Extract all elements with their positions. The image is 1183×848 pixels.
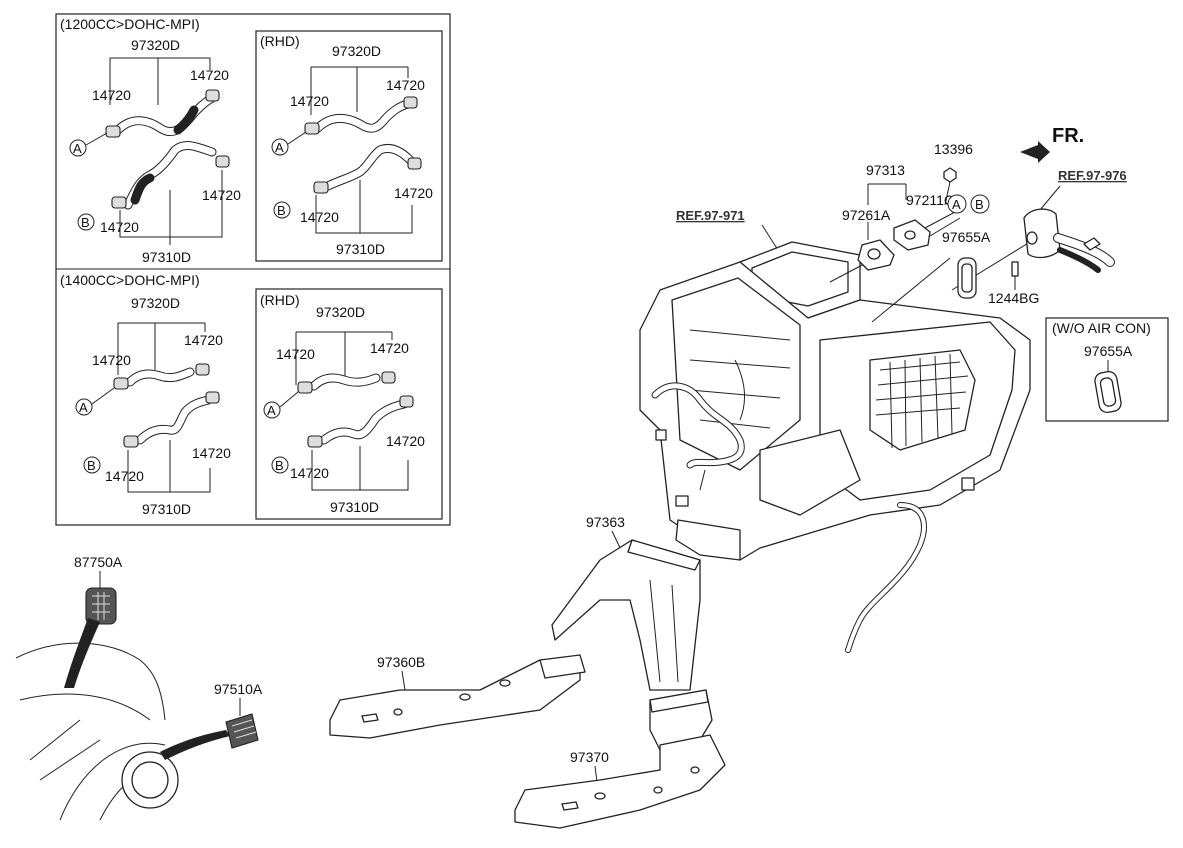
marker-a <box>263 401 281 419</box>
label-97370: 97370 <box>570 749 609 765</box>
label-97310D: 97310D <box>142 501 191 517</box>
label-97655A: 97655A <box>942 229 991 245</box>
label-14720: 14720 <box>105 468 144 484</box>
label-97310D: 97310D <box>142 249 191 265</box>
label-14720: 14720 <box>184 332 223 348</box>
marker-a-text: A <box>952 197 961 212</box>
wo-aircon-title: (W/O AIR CON) <box>1052 320 1151 336</box>
marker-a <box>75 398 93 416</box>
label-97360B: 97360B <box>377 654 425 670</box>
marker-a-text: A <box>73 141 82 156</box>
marker-b-text: B <box>975 197 984 212</box>
label-87750A: 87750A <box>74 554 123 570</box>
label-97320D: 97320D <box>316 304 365 320</box>
marker-a <box>69 139 87 157</box>
label-97320D: 97320D <box>131 295 180 311</box>
panel-1200: (1200CC>DOHC-MPI) 97320D 14720 14720 A 1… <box>60 16 241 265</box>
label-14720: 14720 <box>290 465 329 481</box>
car-body-vents: 87750A 97510A <box>15 554 263 821</box>
marker-b-text: B <box>87 458 96 473</box>
label-97320D: 97320D <box>332 43 381 59</box>
marker-a <box>947 194 967 214</box>
marker-b <box>970 194 990 214</box>
label-97510A: 97510A <box>214 681 263 697</box>
ref-97-976: REF.97-976 <box>1058 168 1127 183</box>
hose-panels: (1200CC>DOHC-MPI) 97320D 14720 14720 A 1… <box>55 13 451 526</box>
panel-1200-rhd: (RHD) 97320D 14720 14720 A 14720 B 14720… <box>260 33 433 257</box>
marker-b-text: B <box>81 215 90 230</box>
label-14720: 14720 <box>386 77 425 93</box>
panel-1400-rhd: (RHD) 97320D 14720 14720 A 14720 B 14720… <box>260 292 425 515</box>
ref-97-971: REF.97-971 <box>676 208 745 223</box>
rhd-title: (RHD) <box>260 33 300 49</box>
panel-1200-title: (1200CC>DOHC-MPI) <box>60 16 200 32</box>
label-14720: 14720 <box>370 340 409 356</box>
label-13396: 13396 <box>934 141 973 157</box>
wo-aircon-box: (W/O AIR CON) 97655A <box>1045 317 1169 422</box>
rhd-box-1200 <box>255 30 443 262</box>
label-14720: 14720 <box>276 346 315 362</box>
label-97320D: 97320D <box>131 37 180 53</box>
hvac-unit: REF.97-971 <box>639 208 1031 653</box>
panel-1400: (1400CC>DOHC-MPI) 97320D 14720 14720 A 1… <box>60 272 231 517</box>
label-97310D: 97310D <box>336 241 385 257</box>
marker-b <box>77 213 95 231</box>
label-97313: 97313 <box>866 162 905 178</box>
label-14720: 14720 <box>290 93 329 109</box>
marker-a-text: A <box>267 403 276 418</box>
wo-aircon-frame <box>1045 317 1169 422</box>
marker-a-text: A <box>275 140 284 155</box>
marker-b <box>271 456 289 474</box>
label-1244BG: 1244BG <box>988 290 1039 306</box>
rhd-box-1400 <box>255 288 443 520</box>
marker-b <box>83 456 101 474</box>
label-97211C: 97211C <box>906 192 954 208</box>
label-14720: 14720 <box>386 433 425 449</box>
marker-a <box>271 138 289 156</box>
label-14720: 14720 <box>394 185 433 201</box>
marker-b-text: B <box>275 458 284 473</box>
label-14720: 14720 <box>92 352 131 368</box>
label-97261A: 97261A <box>842 207 891 223</box>
ducts: 97363 97360B 97370 <box>329 514 726 829</box>
label-97655A: 97655A <box>1084 343 1133 359</box>
front-arrow-icon <box>1020 141 1050 163</box>
marker-b-text: B <box>277 203 286 218</box>
label-14720: 14720 <box>300 209 339 225</box>
fr-label: FR. <box>1052 125 1084 147</box>
label-14720: 14720 <box>92 87 131 103</box>
panel-1400-title: (1400CC>DOHC-MPI) <box>60 272 200 288</box>
rhd-title: (RHD) <box>260 292 300 308</box>
marker-b <box>273 201 291 219</box>
label-14720: 14720 <box>190 67 229 83</box>
label-97310D: 97310D <box>330 499 379 515</box>
upper-right-parts: 97313 13396 97211C 97261A A B 97655A 124… <box>842 125 1127 306</box>
label-14720: 14720 <box>192 445 231 461</box>
marker-a-text: A <box>79 400 88 415</box>
label-97363: 97363 <box>586 514 625 530</box>
